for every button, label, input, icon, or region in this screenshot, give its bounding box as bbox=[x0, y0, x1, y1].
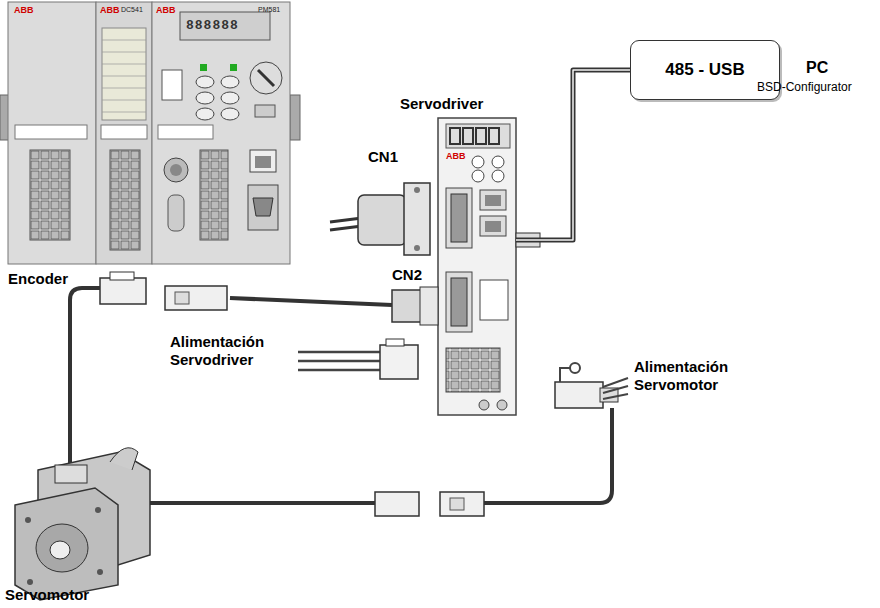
part-label: Alimentación Servodriver bbox=[170, 333, 292, 369]
unit-heading: Servodriver bbox=[400, 95, 483, 112]
servomotor bbox=[15, 448, 150, 600]
part-label: Alimentación Servomotor bbox=[634, 358, 764, 394]
module-name: DC541 bbox=[121, 6, 143, 14]
part-label: PC bbox=[806, 58, 828, 77]
encoder-plug-latch bbox=[110, 272, 134, 280]
cn2-connector bbox=[392, 290, 422, 322]
encoder-socket bbox=[165, 286, 227, 310]
box-label: 485 - USB bbox=[665, 60, 744, 80]
brand-logo: ABB bbox=[100, 5, 120, 16]
part-label: Encoder bbox=[8, 270, 68, 288]
module-name: PM581 bbox=[258, 6, 280, 14]
cn1-connector bbox=[330, 183, 430, 255]
cable-connector bbox=[516, 70, 630, 240]
encoder-socket-detail bbox=[175, 292, 189, 304]
din-rail bbox=[290, 95, 300, 140]
plc bbox=[8, 2, 290, 264]
servomotor-power bbox=[150, 363, 628, 516]
part-label: BSD-Configurator bbox=[757, 80, 852, 94]
brand-logo: ABB bbox=[156, 5, 176, 16]
servodriver-unit: Servodriver bbox=[438, 118, 516, 415]
part-label: Servomotor bbox=[5, 586, 89, 604]
part-label: CN2 bbox=[392, 266, 422, 284]
encoder-cable bbox=[70, 288, 392, 470]
servodriver-power bbox=[298, 339, 418, 379]
brand-logo: ABB bbox=[14, 5, 34, 16]
servodriver-body bbox=[438, 118, 540, 415]
brand-logo: ABB bbox=[446, 151, 466, 162]
cn2-connector-shell bbox=[420, 287, 438, 325]
display-digits: 888888 bbox=[186, 18, 239, 34]
part-label: CN1 bbox=[368, 148, 398, 166]
encoder-plug bbox=[100, 278, 146, 304]
